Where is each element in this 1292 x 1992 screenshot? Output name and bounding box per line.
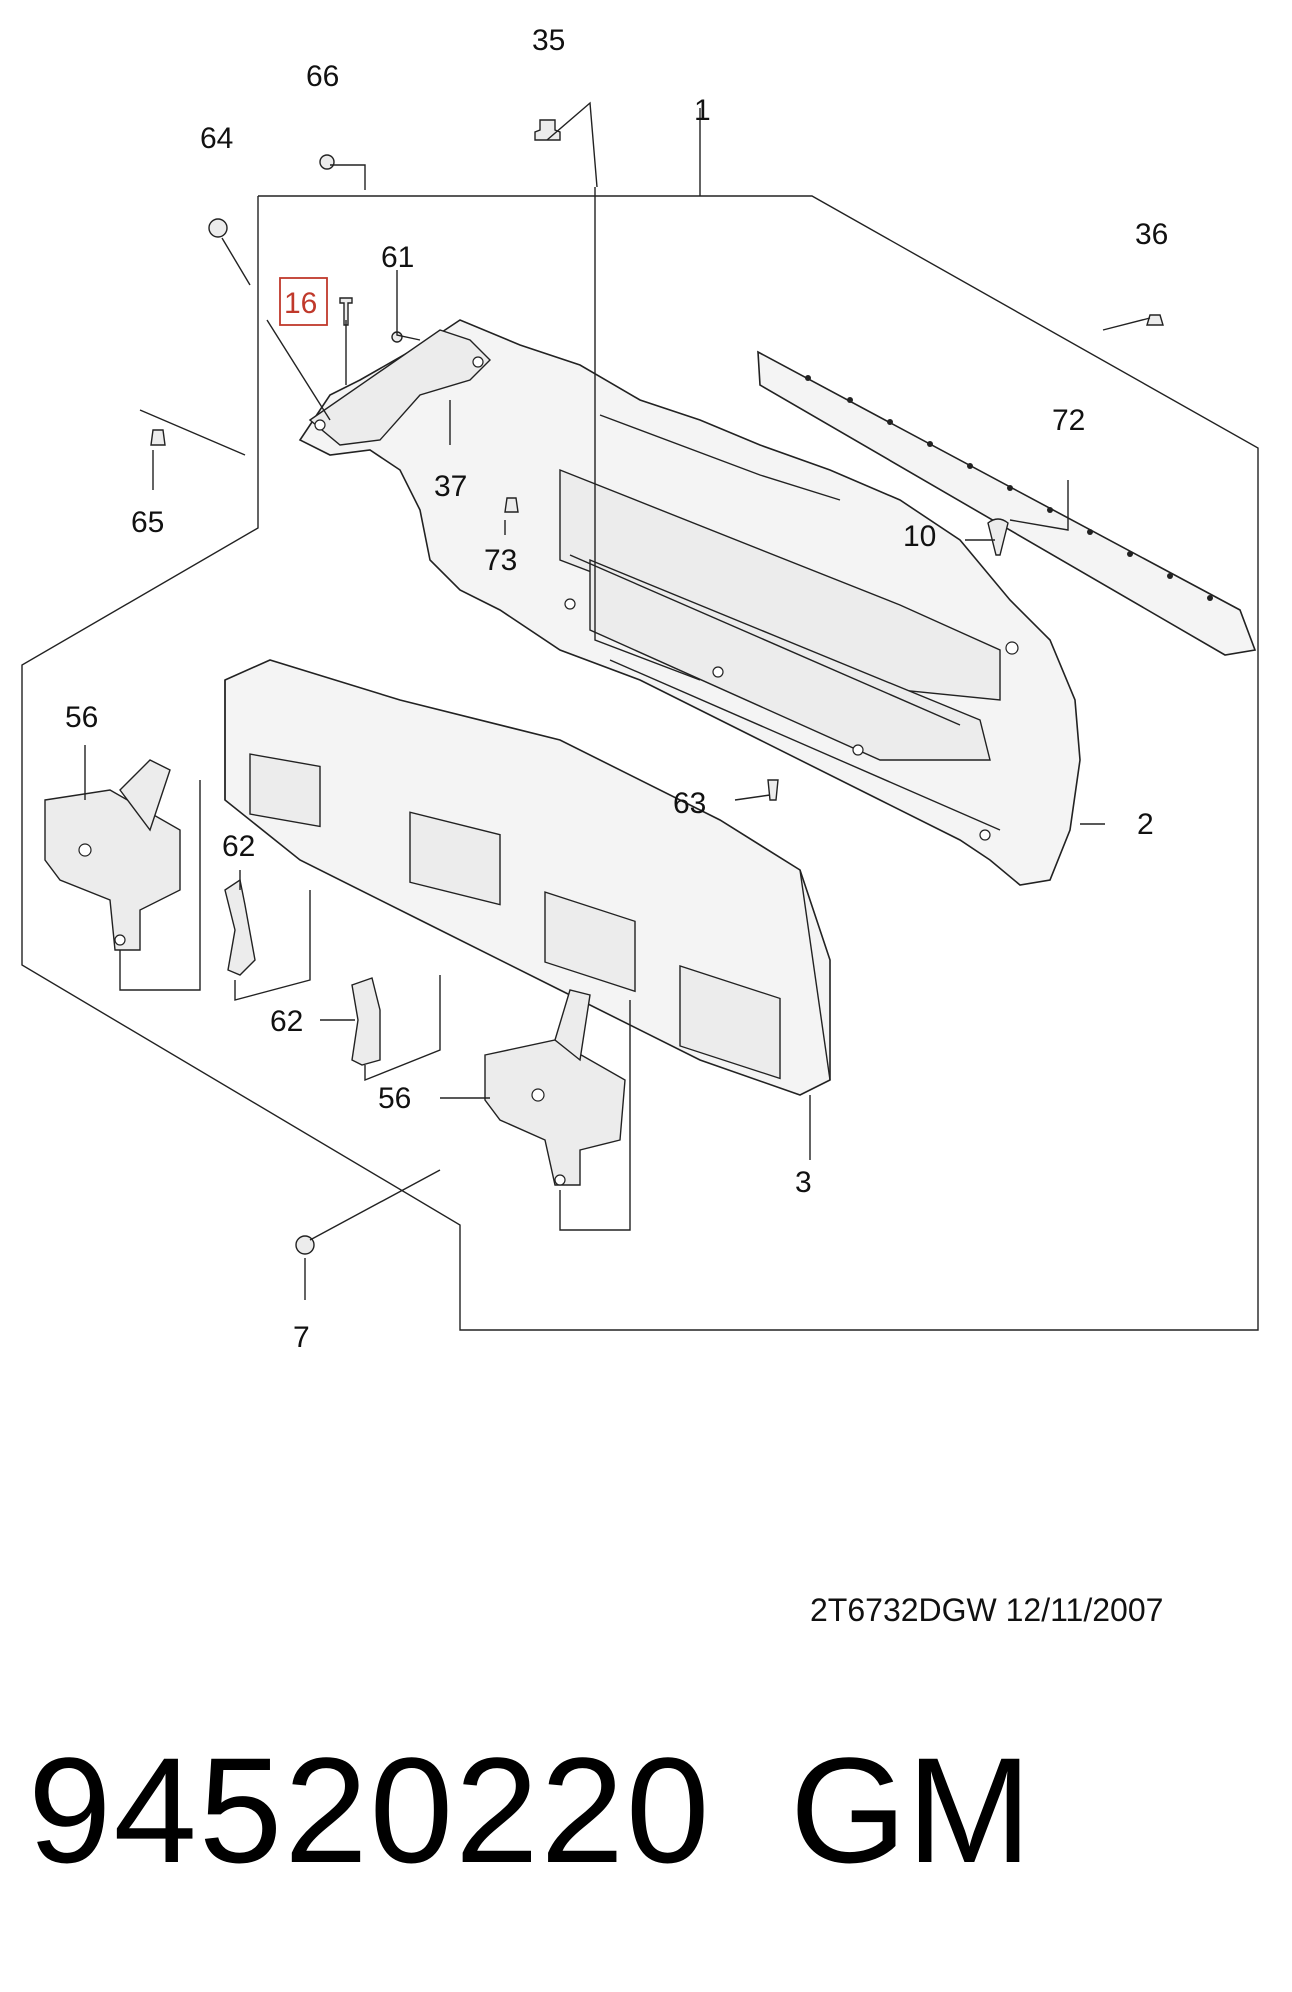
mounting-bracket-left bbox=[44, 759, 181, 951]
drawing-code: 2T6732DGW 12/11/2007 bbox=[810, 1592, 1164, 1628]
nut-7 bbox=[295, 1235, 315, 1255]
screw-63 bbox=[767, 779, 779, 801]
callout-2: 2 bbox=[1137, 808, 1154, 841]
assembly-frame bbox=[21, 108, 1259, 1331]
callout-72: 72 bbox=[1052, 404, 1085, 437]
callout-1: 1 bbox=[694, 94, 711, 127]
bumper-fascia bbox=[298, 319, 1081, 886]
callout-16-highlight-box bbox=[279, 277, 328, 326]
leader-lines bbox=[84, 101, 1151, 1300]
callout-16: 16 bbox=[284, 287, 317, 320]
side-bracket bbox=[308, 329, 491, 446]
bolt-16 bbox=[339, 297, 353, 326]
screw-73 bbox=[504, 497, 519, 513]
callout-66: 66 bbox=[306, 60, 339, 93]
nut-64 bbox=[208, 218, 228, 238]
callout-63: 63 bbox=[673, 787, 706, 820]
callout-7: 7 bbox=[293, 1321, 310, 1354]
small-bracket-a bbox=[224, 878, 256, 976]
brand-name: GM bbox=[790, 1726, 1032, 1894]
moulding-strip bbox=[757, 350, 1257, 656]
callout-37: 37 bbox=[434, 470, 467, 503]
callout-3: 3 bbox=[795, 1166, 812, 1199]
screw-36 bbox=[1146, 314, 1164, 326]
part-number: 94520220 bbox=[28, 1726, 712, 1894]
push-pin-10 bbox=[987, 518, 1009, 556]
energy-absorber bbox=[224, 659, 831, 1096]
callout-35: 35 bbox=[532, 24, 565, 57]
callout-56-right: 56 bbox=[378, 1082, 411, 1115]
callout-labels: 35 1 66 64 61 16 36 72 37 65 73 10 56 62… bbox=[65, 24, 1168, 1354]
callout-64: 64 bbox=[200, 122, 233, 155]
callout-62-bottom: 62 bbox=[270, 1005, 303, 1038]
nut-66 bbox=[319, 154, 335, 170]
callout-61: 61 bbox=[381, 241, 414, 274]
callout-65: 65 bbox=[131, 506, 164, 539]
callout-62-top: 62 bbox=[222, 830, 255, 863]
clip-35 bbox=[534, 119, 561, 141]
callout-73: 73 bbox=[484, 544, 517, 577]
small-bracket-b bbox=[351, 977, 381, 1066]
callout-10: 10 bbox=[903, 520, 936, 553]
screw-65 bbox=[150, 429, 166, 446]
mounting-bracket-right bbox=[484, 989, 626, 1186]
callout-56-left: 56 bbox=[65, 701, 98, 734]
callout-36: 36 bbox=[1135, 218, 1168, 251]
